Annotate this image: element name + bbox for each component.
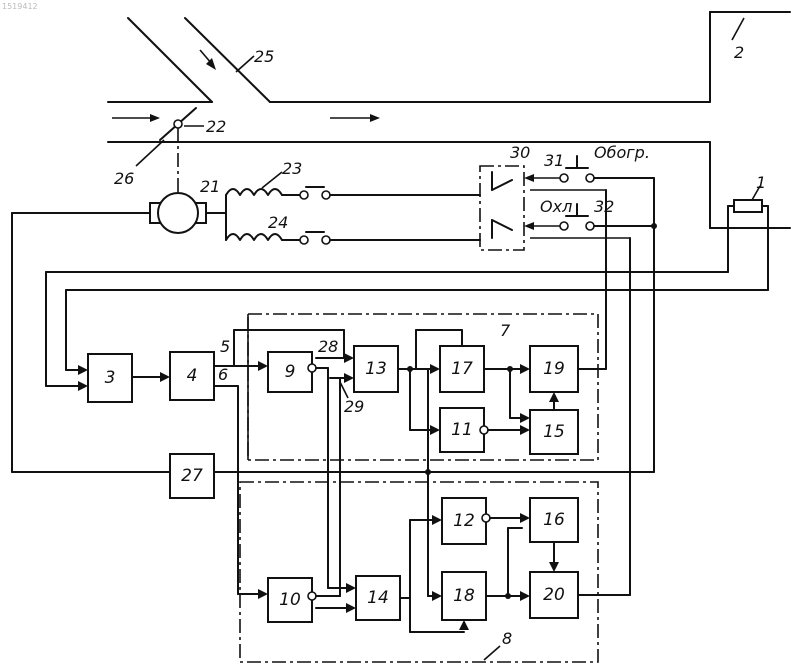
temperature-sensor — [728, 200, 768, 290]
callout-relay: 30 — [510, 143, 530, 162]
callout-switch-31: 31 — [544, 151, 564, 170]
watermark: 1519412 — [2, 2, 38, 11]
callout-output-5: 5 — [220, 337, 230, 356]
callout-output-6: 6 — [218, 365, 228, 384]
callout-signal-28: 28 — [318, 337, 338, 356]
callout-winding-24: 24 — [268, 213, 288, 232]
label-cooling: Охл — [540, 197, 572, 216]
motor — [150, 193, 206, 233]
callouts: 2 25 22 26 21 23 24 30 31 Обогр. Охл 32 … — [114, 18, 766, 660]
block-18-label: 18 — [453, 586, 475, 606]
callout-group-8: 8 — [502, 629, 512, 648]
callout-signal-29: 29 — [344, 397, 364, 416]
callout-inlet: 25 — [254, 47, 274, 66]
block-11-label: 11 — [451, 420, 473, 440]
block-19-label: 19 — [543, 359, 565, 379]
callout-group-7: 7 — [500, 321, 511, 340]
block-17-label: 17 — [451, 359, 473, 379]
callout-switch-32: 32 — [594, 197, 614, 216]
damper — [160, 108, 196, 192]
callout-motor: 21 — [200, 177, 220, 196]
label-heating: Обогр. — [594, 143, 650, 162]
block-9-label: 9 — [285, 362, 296, 382]
block-12-label: 12 — [453, 511, 475, 531]
block-15-label: 15 — [543, 422, 565, 442]
block-13-label: 13 — [365, 359, 387, 379]
block-3-label: 3 — [105, 368, 116, 388]
block-16-label: 16 — [543, 510, 565, 530]
callout-room: 2 — [734, 43, 744, 62]
callout-damper-axis: 26 — [114, 169, 134, 188]
function-blocks: 3 4 9 13 17 19 11 15 27 12 16 10 14 18 2 — [88, 346, 578, 622]
block-10-label: 10 — [279, 590, 301, 610]
block-20-label: 20 — [543, 585, 565, 605]
callout-damper: 22 — [206, 117, 226, 136]
callout-winding-23: 23 — [282, 159, 302, 178]
field-windings — [206, 187, 480, 244]
block-14-label: 14 — [367, 588, 389, 608]
block-4-label: 4 — [187, 366, 198, 386]
block-27-label: 27 — [181, 466, 203, 486]
